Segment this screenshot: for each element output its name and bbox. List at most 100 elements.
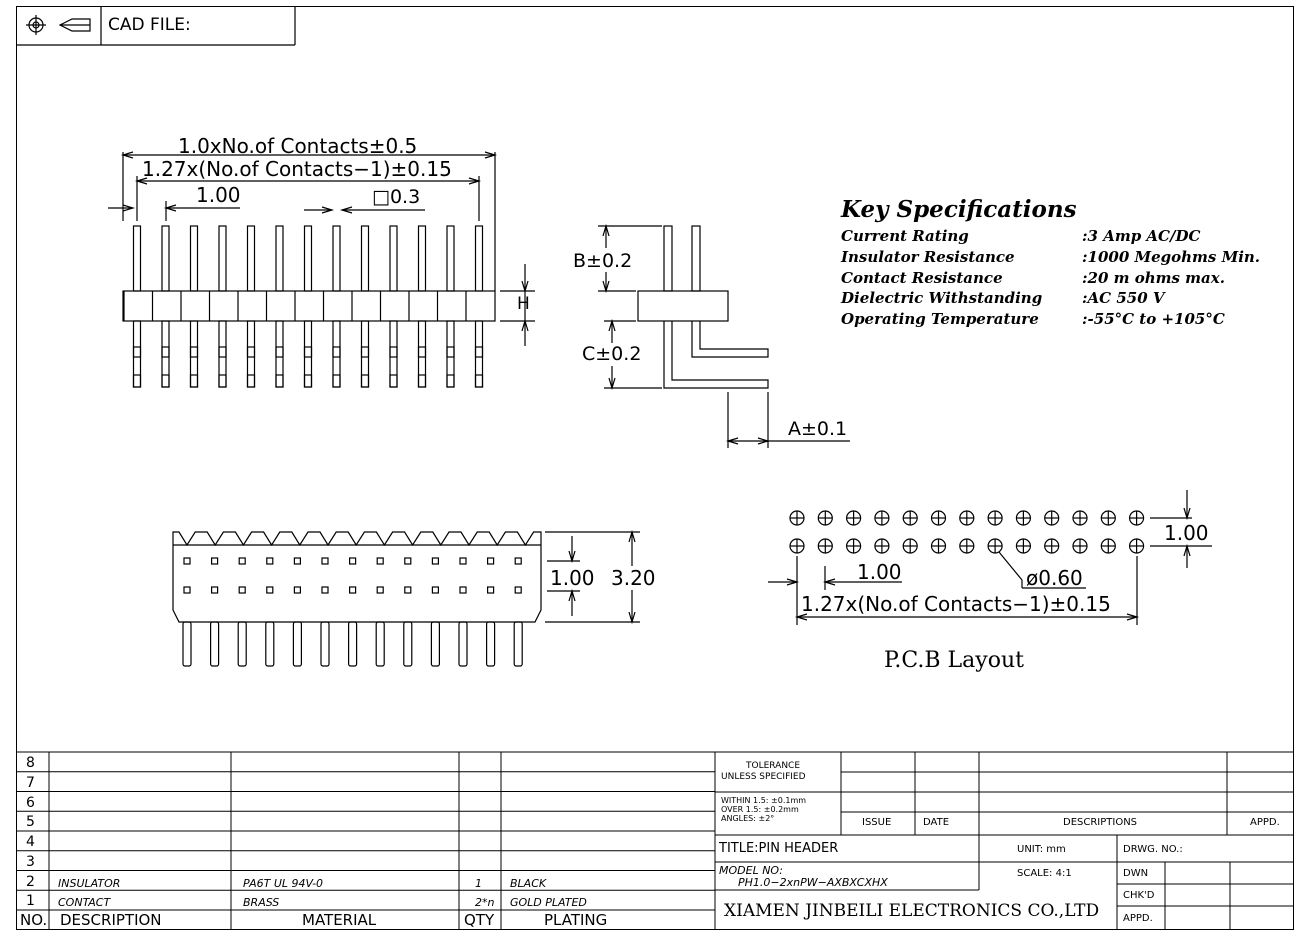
pin-top bbox=[132, 225, 142, 292]
front-pin-row1 bbox=[293, 557, 301, 565]
front-pin-row1 bbox=[487, 557, 495, 565]
front-pin-row1 bbox=[183, 557, 191, 565]
pcb-dim-span: 1.27x(No.of Contacts−1)±0.15 bbox=[801, 592, 1111, 616]
front-pin-row2 bbox=[459, 586, 467, 594]
front-pin-row1 bbox=[459, 557, 467, 565]
front-pin-row1 bbox=[514, 557, 522, 565]
bom-row-description: CONTACT bbox=[58, 896, 111, 910]
pcb-dim-row-pitch: 1.00 bbox=[1164, 521, 1209, 545]
front-pin-row2 bbox=[321, 586, 329, 594]
dim-pitch-span: 1.27x(No.of Contacts−1)±0.15 bbox=[142, 157, 452, 181]
front-pin-row2 bbox=[293, 586, 301, 594]
dwn-label: DWN bbox=[1123, 868, 1149, 879]
dim-a: A±0.1 bbox=[788, 418, 848, 440]
dim-pitch: 1.00 bbox=[196, 183, 241, 207]
front-pin-row1 bbox=[431, 557, 439, 565]
pcb-dim-hole: ø0.60 bbox=[1026, 566, 1083, 590]
tolerance-angles: ANGLES: ±2° bbox=[721, 814, 775, 823]
pin-top bbox=[246, 225, 256, 292]
pin-top bbox=[474, 225, 484, 292]
drawing-frame bbox=[16, 6, 1294, 930]
chkd-label: CHK'D bbox=[1123, 890, 1155, 901]
model-no-label: MODEL NO: bbox=[719, 864, 783, 877]
pin-top bbox=[275, 225, 284, 292]
front-pin-row2 bbox=[431, 586, 439, 594]
bom-row-plating: BLACK bbox=[510, 876, 547, 890]
pin-top bbox=[417, 225, 427, 292]
dim-height: H bbox=[517, 294, 530, 314]
dim-row-pitch-front: 1.00 bbox=[550, 566, 595, 590]
front-view bbox=[172, 529, 640, 667]
front-pin-row2 bbox=[266, 586, 274, 594]
pin-top bbox=[332, 225, 341, 292]
front-pin-row2 bbox=[183, 586, 191, 594]
bom-row-plating: GOLD PLATED bbox=[510, 896, 587, 910]
pcb-layout-view bbox=[768, 490, 1212, 625]
front-pin-row2 bbox=[514, 586, 522, 594]
cad-file-label: CAD FILE: bbox=[108, 15, 191, 35]
bom-row-material: PA6T UL 94V-0 bbox=[243, 876, 324, 890]
bom-row-no: 7 bbox=[26, 774, 35, 791]
descriptions-header: DESCRIPTIONS bbox=[1063, 817, 1138, 828]
front-pin-row2 bbox=[487, 586, 495, 594]
bom-header-material: MATERIAL bbox=[302, 911, 377, 929]
pin-top bbox=[161, 225, 170, 292]
spec-label: Operating Temperature bbox=[841, 310, 1039, 329]
pin-top bbox=[389, 225, 398, 292]
date-header: DATE bbox=[923, 817, 950, 828]
bom-row-description: INSULATOR bbox=[58, 876, 121, 890]
bom-row-no: 8 bbox=[26, 755, 35, 771]
bom-header-description: DESCRIPTION bbox=[60, 911, 162, 929]
bom-header-plating: PLATING bbox=[544, 911, 608, 929]
appd2-label: APPD. bbox=[1123, 913, 1153, 924]
dim-pin-square: □0.3 bbox=[372, 186, 421, 208]
front-pin-row2 bbox=[404, 586, 412, 594]
bom-row-no: 5 bbox=[26, 814, 35, 831]
bom-row-no: 3 bbox=[26, 853, 35, 870]
front-pin-row1 bbox=[376, 557, 384, 565]
projection-symbol-icon bbox=[26, 15, 91, 35]
spec-label: Dielectric Withstanding bbox=[841, 289, 1043, 308]
pin-top bbox=[303, 225, 313, 292]
dim-b: B±0.2 bbox=[573, 250, 633, 272]
front-pin-row1 bbox=[321, 557, 329, 565]
spec-value: :AC 550 V bbox=[1082, 289, 1165, 308]
spec-value: :-55°C to +105°C bbox=[1082, 310, 1225, 329]
bom-row-no: 6 bbox=[26, 794, 35, 811]
spec-label: Current Rating bbox=[841, 227, 969, 245]
side-view bbox=[598, 223, 850, 448]
bom-row-no: 4 bbox=[26, 834, 35, 850]
pin-top bbox=[446, 225, 455, 292]
dim-overall-length: 1.0xNo.of Contacts±0.5 bbox=[178, 134, 418, 158]
pin-top bbox=[189, 225, 199, 292]
spec-value: :20 m ohms max. bbox=[1082, 268, 1225, 287]
bom-row-material: BRASS bbox=[243, 896, 280, 910]
dim-width-front: 3.20 bbox=[611, 566, 656, 590]
tolerance-over: OVER 1.5: ±0.2mm bbox=[721, 805, 799, 814]
front-pin-row1 bbox=[238, 557, 246, 565]
title-pin-header: TITLE:PIN HEADER bbox=[719, 841, 839, 856]
bom-row-no: 1 bbox=[26, 893, 35, 910]
pin-top bbox=[360, 225, 370, 292]
model-no-value: PH1.0−2xnPW−AXBXCXHX bbox=[738, 876, 888, 889]
appd-header: APPD. bbox=[1250, 817, 1280, 828]
scale-label: SCALE: 4:1 bbox=[1017, 868, 1072, 879]
front-pin-row2 bbox=[211, 586, 219, 594]
front-pin-row2 bbox=[349, 586, 357, 594]
pcb-dim-pitch: 1.00 bbox=[857, 560, 902, 584]
tolerance-within: WITHIN 1.5: ±0.1mm bbox=[721, 796, 807, 805]
spec-label: Contact Resistance bbox=[841, 268, 1003, 287]
spec-label: Insulator Resistance bbox=[841, 247, 1015, 266]
tolerance-line2: UNLESS SPECIFIED bbox=[721, 772, 806, 782]
issue-header: ISSUE bbox=[862, 817, 892, 828]
front-pin-row2 bbox=[376, 586, 384, 594]
bom-header-no: NO. bbox=[20, 911, 48, 929]
bom-header-qty: QTY bbox=[464, 911, 495, 929]
unit-label: UNIT: mm bbox=[1017, 844, 1066, 855]
drwg-no-label: DRWG. NO.: bbox=[1123, 844, 1183, 855]
bom-row-no: 2 bbox=[26, 873, 35, 890]
top-view bbox=[108, 151, 535, 388]
title-block-grid bbox=[16, 751, 1294, 930]
